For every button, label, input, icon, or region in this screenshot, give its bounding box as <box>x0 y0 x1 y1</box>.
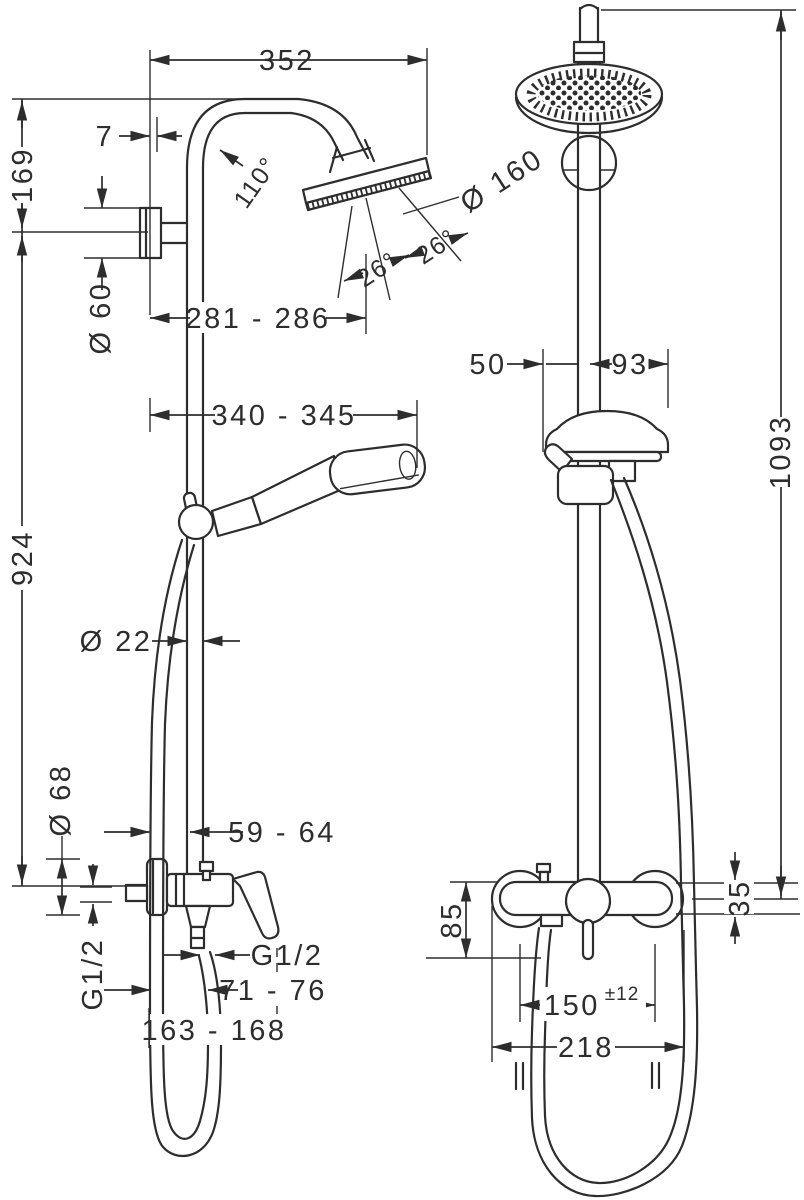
dim-169: 169 <box>7 147 39 203</box>
dim-163-168: 163 - 168 <box>141 1015 286 1047</box>
supply-stubs <box>514 1061 661 1091</box>
dim-g12-supply: G1/2 <box>77 938 109 1011</box>
dim-26deg-inner: 26° <box>352 247 403 294</box>
dim-dia-68: Ø 68 <box>45 764 77 837</box>
dim-218: 218 <box>558 1032 614 1064</box>
dim-35: 35 <box>724 879 756 916</box>
dim-924: 924 <box>7 530 39 586</box>
spray-cone-lines <box>337 187 462 301</box>
dim-g12-hose: G1/2 <box>251 940 324 972</box>
label-backers <box>8 147 797 1062</box>
dim-dia-160: Ø 160 <box>455 143 549 220</box>
dim-71-76: 71 - 76 <box>219 975 327 1007</box>
dim-352: 352 <box>259 45 315 77</box>
dim-93: 93 <box>611 349 648 381</box>
dim-dia-60: Ø 60 <box>85 282 117 355</box>
mixer-valve-side <box>124 857 280 950</box>
shower-hose-side <box>148 538 223 1157</box>
wall-mount <box>138 206 189 260</box>
dim-85: 85 <box>436 901 468 938</box>
dim-7: 7 <box>96 121 115 153</box>
dim-150-tolerance: ±12 <box>605 984 640 1005</box>
hand-shower-and-slider <box>177 443 427 541</box>
mixer-valve-front <box>490 862 685 961</box>
dim-26deg-outer: 26° <box>411 224 462 271</box>
dim-340-345: 340 - 345 <box>211 400 356 432</box>
overhead-shower-front <box>514 62 664 135</box>
dim-281-286: 281 - 286 <box>185 303 330 335</box>
dim-59-64: 59 - 64 <box>228 817 336 849</box>
wall-bracket <box>560 134 618 192</box>
right-view-front-drawing <box>490 3 699 1198</box>
slider-front <box>543 409 670 506</box>
shower-hose-front <box>530 476 699 1198</box>
dim-50: 50 <box>469 349 506 381</box>
left-view-side-drawing <box>124 97 462 1157</box>
dim-dia-22: Ø 22 <box>80 626 153 658</box>
dim-1093: 1093 <box>765 415 797 490</box>
dimension-labels: 352 7 169 110° Ø 60 281 - 286 26° 26° Ø … <box>7 45 797 1064</box>
overhead-shower-side <box>301 156 433 212</box>
ceiling-connector <box>572 3 606 64</box>
dim-150: 150 <box>544 990 600 1022</box>
